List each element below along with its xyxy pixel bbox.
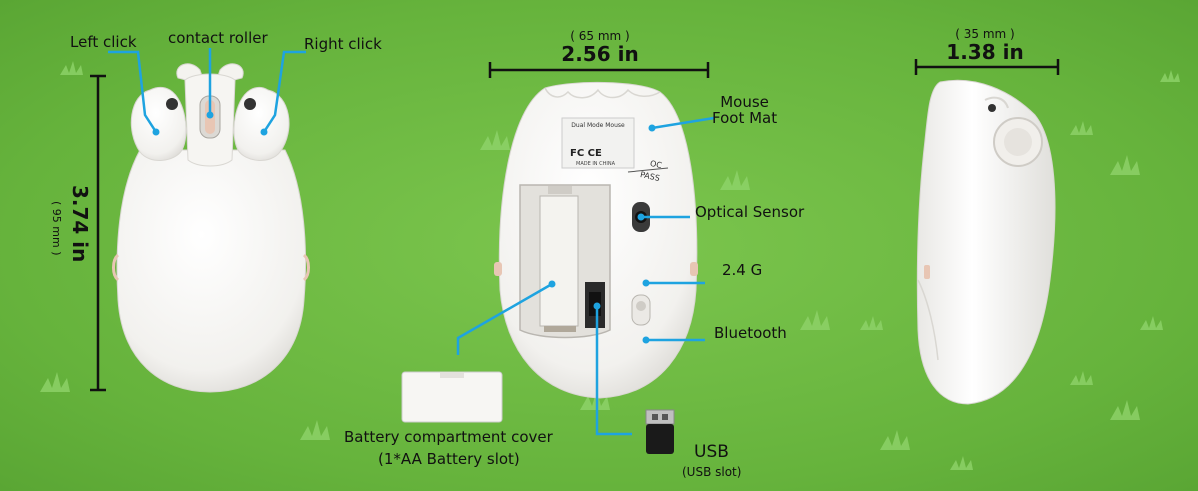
- height-in: 3.74 in: [68, 185, 92, 263]
- label-battery-cover: Battery compartment cover: [344, 428, 553, 446]
- bottom-view-mouse: [494, 81, 698, 399]
- sticker-marks: FC CE: [570, 148, 602, 159]
- front-view-mouse: [112, 63, 310, 393]
- grass-tuft: [1110, 155, 1140, 175]
- leader-right-click: [262, 50, 306, 133]
- leader-usb: [595, 306, 632, 436]
- leader-foot-mat: [651, 116, 715, 130]
- label-usb-slot: (USB slot): [682, 465, 742, 479]
- grass-tuft: [1110, 400, 1140, 420]
- label-sticker: [561, 117, 635, 169]
- side-view-mouse: [916, 79, 1056, 405]
- bottom-width-in: 2.56 in: [561, 42, 639, 66]
- right-click-button: [233, 86, 290, 161]
- label-left-click: Left click: [70, 33, 137, 51]
- grass-tuft: [800, 310, 830, 330]
- mouse-body-front: [116, 149, 307, 393]
- label-bluetooth: Bluetooth: [714, 324, 787, 342]
- side-width-in: 1.38 in: [946, 40, 1024, 64]
- grass-tuft: [300, 420, 330, 440]
- side-nub-right: [302, 253, 310, 282]
- grass-tuft: [580, 390, 610, 410]
- leader-left-click: [108, 50, 158, 133]
- label-contact-roller: contact roller: [168, 29, 268, 47]
- label-optical-sensor: Optical Sensor: [695, 203, 805, 221]
- grass-tuft: [880, 430, 910, 450]
- left-click-button: [130, 86, 187, 161]
- leader-battery-cover: [456, 282, 553, 355]
- grass-tuft: [1140, 316, 1163, 330]
- grass-tuft: [720, 170, 750, 190]
- grass-tuft: [950, 456, 973, 470]
- height-dimension-text: 3.74 in ( 95 mm ): [50, 165, 98, 285]
- label-battery-slot: (1*AA Battery slot): [378, 450, 520, 468]
- bottom-width-mm: ( 65 mm ): [570, 29, 630, 43]
- label-foot-mat: Mouse Foot Mat: [712, 93, 778, 127]
- grass-tuft: [60, 61, 83, 75]
- eye-left: [166, 98, 178, 110]
- side-width-mm: ( 35 mm ): [955, 27, 1015, 41]
- grass-tuft: [40, 372, 70, 392]
- battery-cover-piece: [401, 371, 503, 423]
- side-nub-left: [112, 253, 120, 282]
- usb-dongle: [645, 409, 675, 454]
- label-2-4g: 2.4 G: [722, 261, 763, 279]
- grass-tuft: [1160, 70, 1180, 82]
- height-mm: ( 95 mm ): [50, 201, 63, 256]
- grass-tuft: [1070, 121, 1093, 135]
- sticker-title: Dual Mode Mouse: [571, 122, 625, 129]
- grass-tuft: [860, 316, 883, 330]
- label-usb: USB: [694, 442, 729, 462]
- grass-tuft: [1070, 371, 1093, 385]
- label-right-click: Right click: [304, 35, 382, 53]
- eye-right: [244, 98, 256, 110]
- battery-slot: [539, 195, 579, 327]
- grass-tuft: [480, 130, 510, 150]
- sticker-made: MADE IN CHINA: [576, 161, 616, 167]
